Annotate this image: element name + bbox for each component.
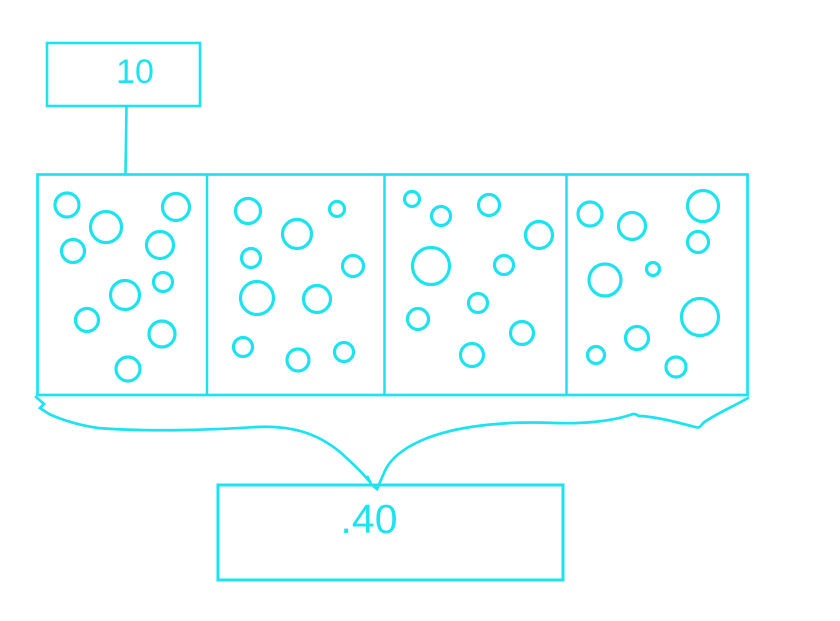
panel-1-bubble xyxy=(144,229,176,261)
panel-2-bubble xyxy=(301,283,333,315)
bubbles-layer xyxy=(53,188,721,383)
panel-2-bubble xyxy=(231,335,255,359)
panel-3-bubble xyxy=(476,192,502,218)
ref-40-label: .40 xyxy=(341,496,398,542)
panel-3-bubble xyxy=(458,341,486,369)
panel-4-bubble xyxy=(616,210,648,242)
panel-2-bubble xyxy=(238,279,276,317)
panel-3-bubble xyxy=(508,319,536,347)
panel-1-bubble xyxy=(114,355,142,383)
panel-2-bubble xyxy=(239,246,263,270)
panel-4-bubble xyxy=(576,200,604,228)
ref-40-box xyxy=(216,483,565,582)
panel-1-bubble xyxy=(88,209,124,245)
panel-3-bubble xyxy=(523,219,555,251)
panel-4-bubble xyxy=(664,355,688,379)
panel-4-bubble xyxy=(623,324,651,352)
panel-2-bubble xyxy=(285,347,311,373)
panel-1-bubble xyxy=(108,278,142,312)
ref-10-label: 10 xyxy=(116,53,154,91)
panel-2-bubble xyxy=(327,199,347,219)
panel-1-bubble xyxy=(151,270,175,294)
panel-4-bubble xyxy=(685,229,711,255)
panel-3-bubble xyxy=(410,245,452,287)
panel-3-bubble xyxy=(492,253,516,277)
panel-2-bubble xyxy=(233,196,263,226)
panel-4-bubble xyxy=(644,260,662,278)
panel-1-bubble xyxy=(59,237,87,265)
panel-2-bubble xyxy=(280,217,314,251)
panel-2-bubble xyxy=(340,253,366,279)
panel-1-bubble xyxy=(53,191,81,219)
ref-10-box xyxy=(45,41,202,108)
panel-3-bubble xyxy=(429,204,453,228)
panel-1-bubble xyxy=(147,319,177,349)
ref-10-leader-line xyxy=(124,105,128,175)
panel-1-bubble xyxy=(160,191,192,223)
panel-4-bubble xyxy=(685,188,721,224)
panel-3-bubble xyxy=(466,291,490,315)
brace xyxy=(34,395,750,492)
panel-1-bubble xyxy=(73,306,101,334)
panel-4-bubble xyxy=(679,296,721,338)
chamber-array-outline xyxy=(36,173,749,397)
panel-4-bubble xyxy=(587,262,623,298)
panel-3-bubble xyxy=(402,189,422,209)
panel-4-bubble xyxy=(585,344,607,366)
panel-2-bubble xyxy=(332,340,356,364)
panel-3-bubble xyxy=(405,306,431,332)
